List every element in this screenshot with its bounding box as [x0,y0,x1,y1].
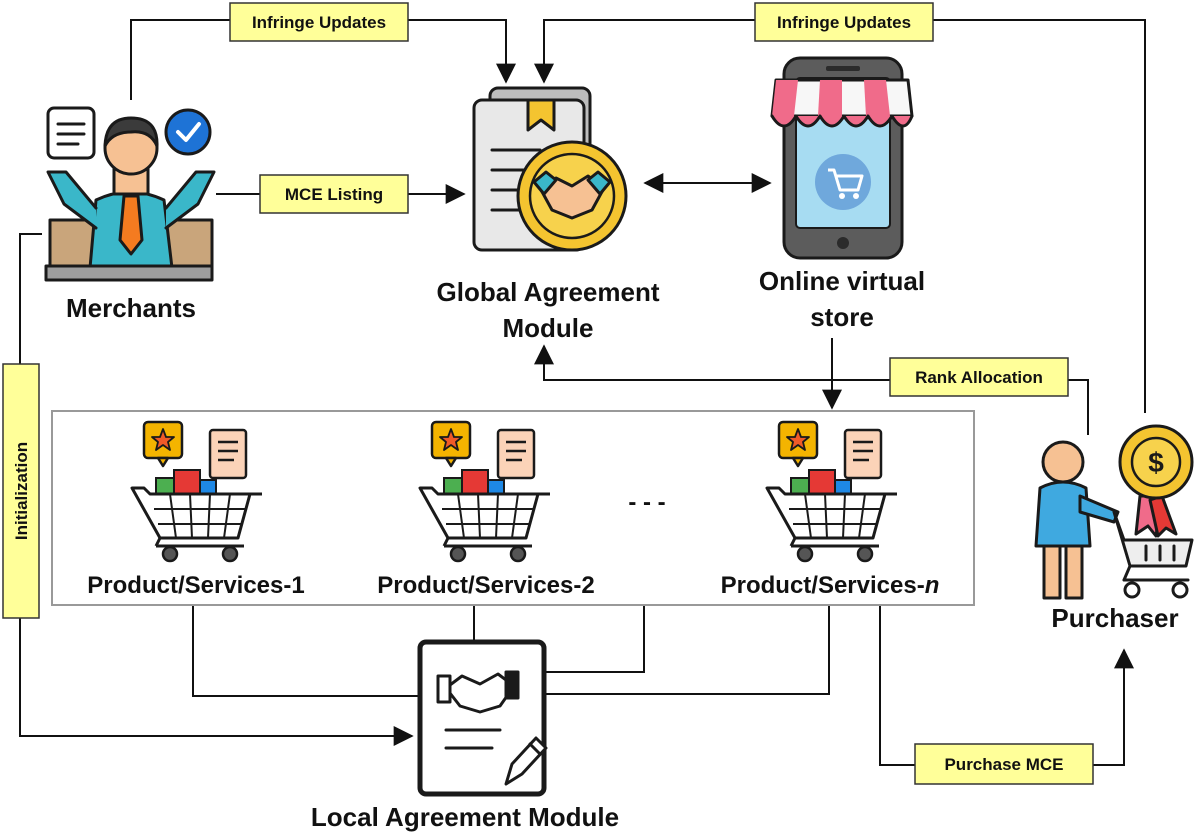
svg-text:Rank Allocation: Rank Allocation [915,368,1043,387]
svg-text:Infringe Updates: Infringe Updates [252,13,386,32]
online-store-icon [770,56,914,260]
tag-mce-listing: MCE Listing [259,174,409,214]
edge-product1-local [192,606,420,697]
products-ellipsis: - - - [628,489,665,516]
edge-rank-allocation [534,344,1089,435]
svg-text:MCE Listing: MCE Listing [285,185,383,204]
global-agreement-label-2: Module [503,313,594,343]
tag-rank-allocation: Rank Allocation [889,357,1069,397]
svg-text:Initialization: Initialization [12,442,31,540]
local-agreement-label: Local Agreement Module [311,802,619,832]
edge-product2b-local [544,606,645,673]
product-label-1: Product/Services-1 [87,572,304,599]
edge-productn-local [544,606,830,695]
purchaser-icon: $ [1034,424,1194,600]
svg-text:$: $ [1148,447,1164,478]
svg-text:Purchase MCE: Purchase MCE [944,755,1063,774]
product-label-2: Product/Services-2 [377,572,594,599]
svg-text:Infringe Updates: Infringe Updates [777,13,911,32]
tag-purchase-mce: Purchase MCE [914,743,1094,785]
global-agreement-icon [472,86,628,252]
purchaser-label: Purchaser [1051,603,1178,633]
merchant-icon [44,106,216,282]
merchants-label: Merchants [66,293,196,323]
tag-initialization: Initialization [2,363,40,619]
online-store-label-1: Online virtual [759,266,925,296]
global-agreement-label-1: Global Agreement [437,277,660,307]
tag-infringe-updates-left: Infringe Updates [229,2,409,42]
local-agreement-icon [417,639,548,797]
tag-infringe-updates-right: Infringe Updates [754,2,934,42]
online-store-label-2: store [810,302,874,332]
product-label-n: Product/Services-n [721,572,940,599]
